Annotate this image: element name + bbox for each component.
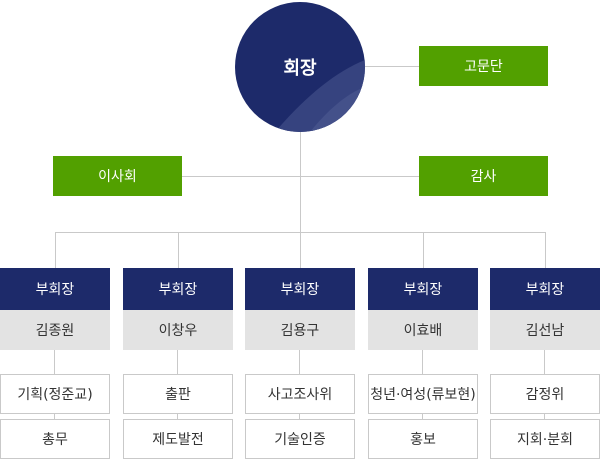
department-box: 청년·여성(류보현) [368,374,478,414]
department-box: 감정위 [490,374,600,414]
connector-drop-1 [55,232,56,268]
connector-drop-2 [178,232,179,268]
audit-node: 감사 [419,156,548,196]
department-box: 사고조사위 [245,374,355,414]
department-box: 홍보 [368,419,478,459]
dept-connector [544,414,545,419]
vp-name: 이창우 [123,310,233,350]
vp-title: 부회장 [123,268,233,310]
vp-column-5: 부회장 김선남 감정위 지회·분회 [490,268,600,459]
vp-column-2: 부회장 이창우 출판 제도발전 [123,268,233,459]
dept-connector [422,350,423,374]
vp-column-4: 부회장 이효배 청년·여성(류보현) 홍보 [368,268,478,459]
vp-title: 부회장 [245,268,355,310]
board-node: 이사회 [53,156,182,196]
dept-connector [299,414,300,419]
connector-advisory [365,66,419,67]
connector-drop-4 [423,232,424,268]
department-box: 지회·분회 [490,419,600,459]
dept-connector [299,350,300,374]
vp-title: 부회장 [0,268,110,310]
department-box: 제도발전 [123,419,233,459]
connector-main-vertical [300,130,301,268]
vp-title: 부회장 [490,268,600,310]
vp-column-1: 부회장 김종원 기획(정준교) 총무 [0,268,110,459]
vp-name: 이효배 [368,310,478,350]
dept-connector [54,350,55,374]
dept-connector [54,414,55,419]
vp-name: 김선남 [490,310,600,350]
department-box: 총무 [0,419,110,459]
circle-shade [275,60,365,132]
department-box: 기획(정준교) [0,374,110,414]
vp-name: 김용구 [245,310,355,350]
connector-board-audit [182,176,419,177]
dept-connector [422,414,423,419]
chairman-node: 회장 [235,2,365,132]
vp-title: 부회장 [368,268,478,310]
advisory-node: 고문단 [419,46,548,86]
dept-connector [544,350,545,374]
vp-column-3: 부회장 김용구 사고조사위 기술인증 [245,268,355,459]
connector-drop-5 [545,232,546,268]
department-box: 출판 [123,374,233,414]
connector-drop-3 [300,232,301,268]
dept-connector [177,414,178,419]
dept-connector [177,350,178,374]
vp-name: 김종원 [0,310,110,350]
chairman-label: 회장 [283,58,317,79]
department-box: 기술인증 [245,419,355,459]
